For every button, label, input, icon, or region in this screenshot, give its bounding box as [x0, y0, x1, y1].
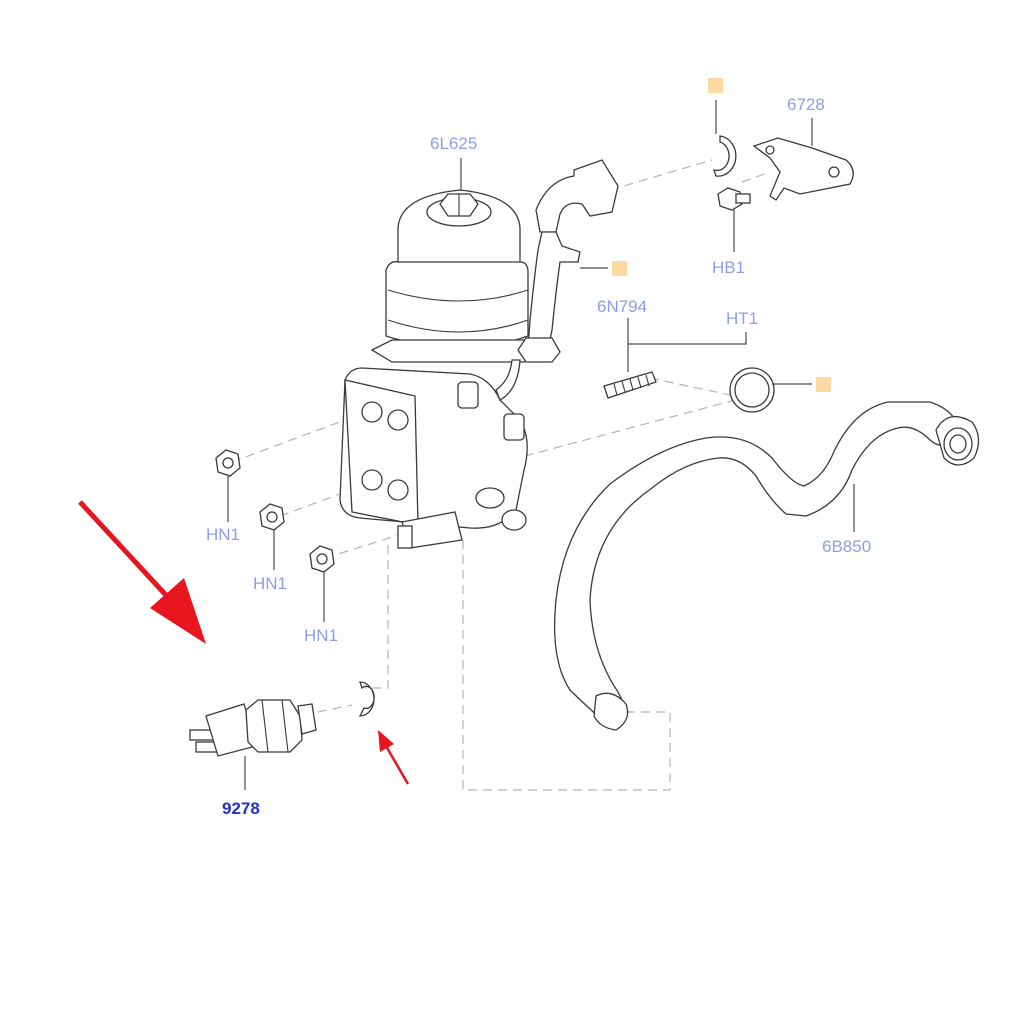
- note-marker-3: [816, 377, 831, 392]
- label-nut-2: HN1: [253, 574, 287, 593]
- label-nut-3: HN1: [304, 626, 338, 645]
- label-filter-housing: 6L625: [430, 134, 477, 153]
- note-marker-1: [708, 78, 723, 93]
- mounting-bracket[interactable]: [752, 137, 854, 201]
- hex-nut-1[interactable]: [215, 449, 241, 477]
- breather-pipe[interactable]: [495, 159, 619, 401]
- hex-nut-3[interactable]: [309, 545, 335, 573]
- small-arrow-shaft: [384, 745, 410, 785]
- retaining-clip-upper[interactable]: [712, 135, 737, 177]
- label-nut-1: HN1: [206, 525, 240, 544]
- label-bolt: HB1: [712, 258, 745, 277]
- label-stud: 6N794: [597, 297, 647, 316]
- small-arrow-head: [378, 730, 394, 752]
- oil-pressure-sensor[interactable]: [189, 699, 317, 757]
- note-markers: [612, 78, 831, 392]
- sealing-washer[interactable]: [358, 681, 375, 717]
- part-labels: 6L625 6728 HB1 6N794 HT1 6B850 HN1 HN1 H…: [206, 95, 871, 818]
- label-o-ring: HT1: [726, 309, 758, 328]
- leader-lines: [227, 100, 855, 790]
- hex-bolt[interactable]: [717, 187, 751, 211]
- label-bracket: 6728: [787, 95, 825, 114]
- label-hose: 6B850: [822, 537, 871, 556]
- threaded-stud[interactable]: [603, 371, 657, 399]
- o-ring[interactable]: [729, 367, 775, 413]
- pointer-arrows: [78, 500, 410, 785]
- coolant-hose[interactable]: [553, 401, 980, 731]
- large-arrow-head: [150, 578, 206, 644]
- hex-nut-2[interactable]: [259, 503, 285, 531]
- label-sensor: 9278: [222, 799, 260, 818]
- large-arrow-shaft: [78, 500, 178, 608]
- note-marker-2: [612, 261, 627, 276]
